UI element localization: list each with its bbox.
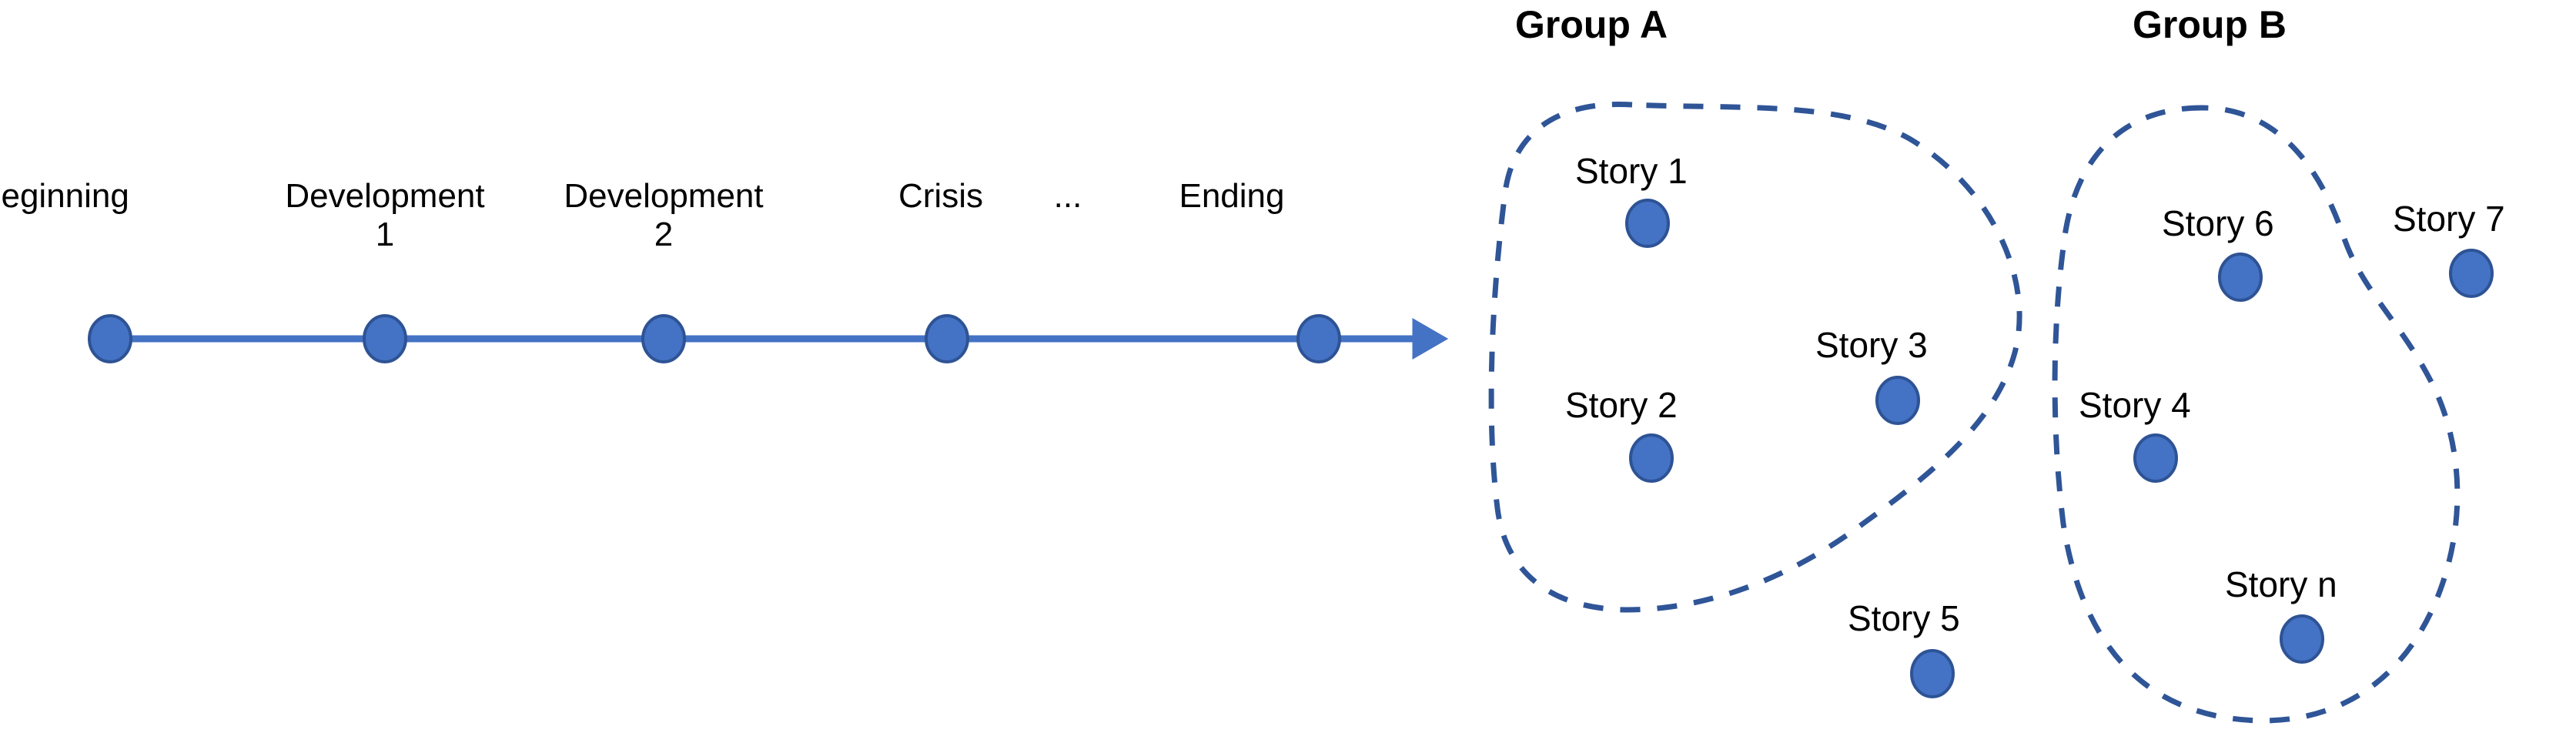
story-node-story-1[interactable]	[1625, 199, 1670, 248]
story-node-story-2[interactable]	[1629, 433, 1674, 483]
story-node-story-3[interactable]	[1875, 376, 1920, 425]
group-a-boundary	[1488, 101, 2022, 613]
story-node-story-n[interactable]	[2280, 614, 2324, 664]
story-label-story-6: Story 6	[2162, 203, 2274, 243]
timeline-label-development-1: Development 1	[285, 177, 485, 253]
group-boundaries-group	[1488, 101, 2461, 724]
story-label-story-1: Story 1	[1575, 151, 1688, 191]
story-label-story-2: Story 2	[1565, 385, 1678, 425]
story-label-story-3: Story 3	[1815, 325, 1928, 365]
group-b-title: Group B	[2133, 3, 2287, 46]
timeline-label-ellipsis: ...	[1053, 177, 1082, 215]
story-label-story-7: Story 7	[2393, 199, 2505, 239]
timeline-node-development-1[interactable]	[363, 314, 407, 363]
timeline-node-ending[interactable]	[1296, 314, 1341, 363]
story-label-story-4: Story 4	[2079, 385, 2191, 425]
group-a-title: Group A	[1515, 3, 1668, 46]
timeline-label-ending: Ending	[1179, 177, 1285, 215]
story-node-story-4[interactable]	[2133, 433, 2178, 483]
timeline-label-development-2: Development 2	[564, 177, 764, 253]
story-nodes-group	[1625, 199, 2494, 698]
timeline-label-beginning: Beginning	[0, 177, 129, 215]
story-label-story-5: Story 5	[1848, 598, 1960, 638]
story-node-story-5[interactable]	[1910, 649, 1955, 698]
timeline-node-development-2[interactable]	[641, 314, 686, 363]
timeline-nodes-group	[88, 314, 1341, 363]
timeline-node-crisis[interactable]	[925, 314, 969, 363]
story-node-story-6[interactable]	[2218, 253, 2263, 302]
group-b-boundary	[2052, 105, 2461, 724]
story-label-story-n: Story n	[2225, 564, 2337, 604]
timeline-label-crisis: Crisis	[898, 177, 983, 215]
story-node-story-7[interactable]	[2449, 249, 2494, 298]
timeline-node-beginning[interactable]	[88, 314, 132, 363]
